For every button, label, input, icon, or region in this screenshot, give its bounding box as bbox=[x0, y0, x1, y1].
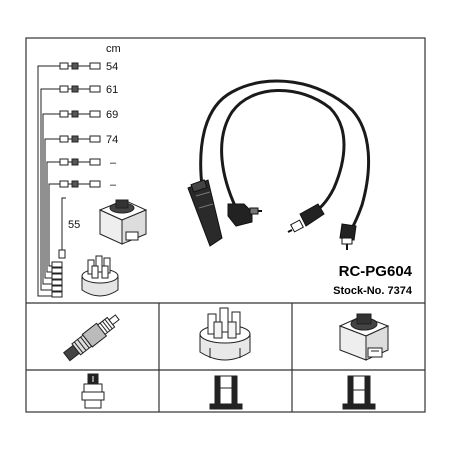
distributor-cap-icon-large bbox=[199, 307, 251, 361]
cap-terminal-icon bbox=[209, 375, 243, 410]
straight-boot-3 bbox=[287, 203, 325, 233]
wire-length-1: 54 bbox=[106, 61, 118, 73]
spark-plug-boot bbox=[187, 179, 223, 247]
wire-length-4: 74 bbox=[106, 134, 118, 146]
wire-symbol-2 bbox=[59, 85, 101, 93]
plug-terminal-icon bbox=[81, 373, 105, 409]
wire-legend: cm bbox=[37, 43, 148, 298]
wire-length-6: – bbox=[110, 179, 117, 191]
sheet-frame bbox=[25, 37, 426, 413]
wire-symbol-5 bbox=[59, 158, 101, 166]
coil-lead-length: 55 bbox=[68, 219, 80, 231]
wire-symbol-4 bbox=[59, 135, 101, 143]
coil-lead-symbol bbox=[58, 249, 66, 259]
straight-boot-4 bbox=[339, 223, 357, 250]
stock-number: Stock-No. 7374 bbox=[333, 285, 413, 297]
wire-length-5: – bbox=[110, 157, 117, 169]
distributor-cap-icon bbox=[81, 255, 119, 297]
unit-label: cm bbox=[106, 43, 121, 55]
wire-length-2: 61 bbox=[106, 84, 118, 96]
wire-length-3: 69 bbox=[106, 109, 118, 121]
coil-terminal-icon bbox=[342, 375, 376, 410]
product-code: RC-PG604 bbox=[339, 263, 413, 280]
ignition-cables bbox=[199, 79, 370, 234]
legend-bracket bbox=[37, 65, 66, 297]
cable-set-illustration: RC-PG604 Stock-No. 7374 bbox=[187, 79, 413, 297]
spark-plug-icon bbox=[63, 314, 120, 362]
connector-stack bbox=[51, 261, 63, 298]
wire-symbol-1 bbox=[59, 62, 101, 70]
wire-symbol-6 bbox=[59, 180, 101, 188]
ignition-coil-icon-large bbox=[338, 313, 390, 361]
angled-boot bbox=[227, 203, 262, 227]
wire-symbol-3 bbox=[59, 110, 101, 118]
ignition-coil-icon bbox=[98, 199, 148, 245]
